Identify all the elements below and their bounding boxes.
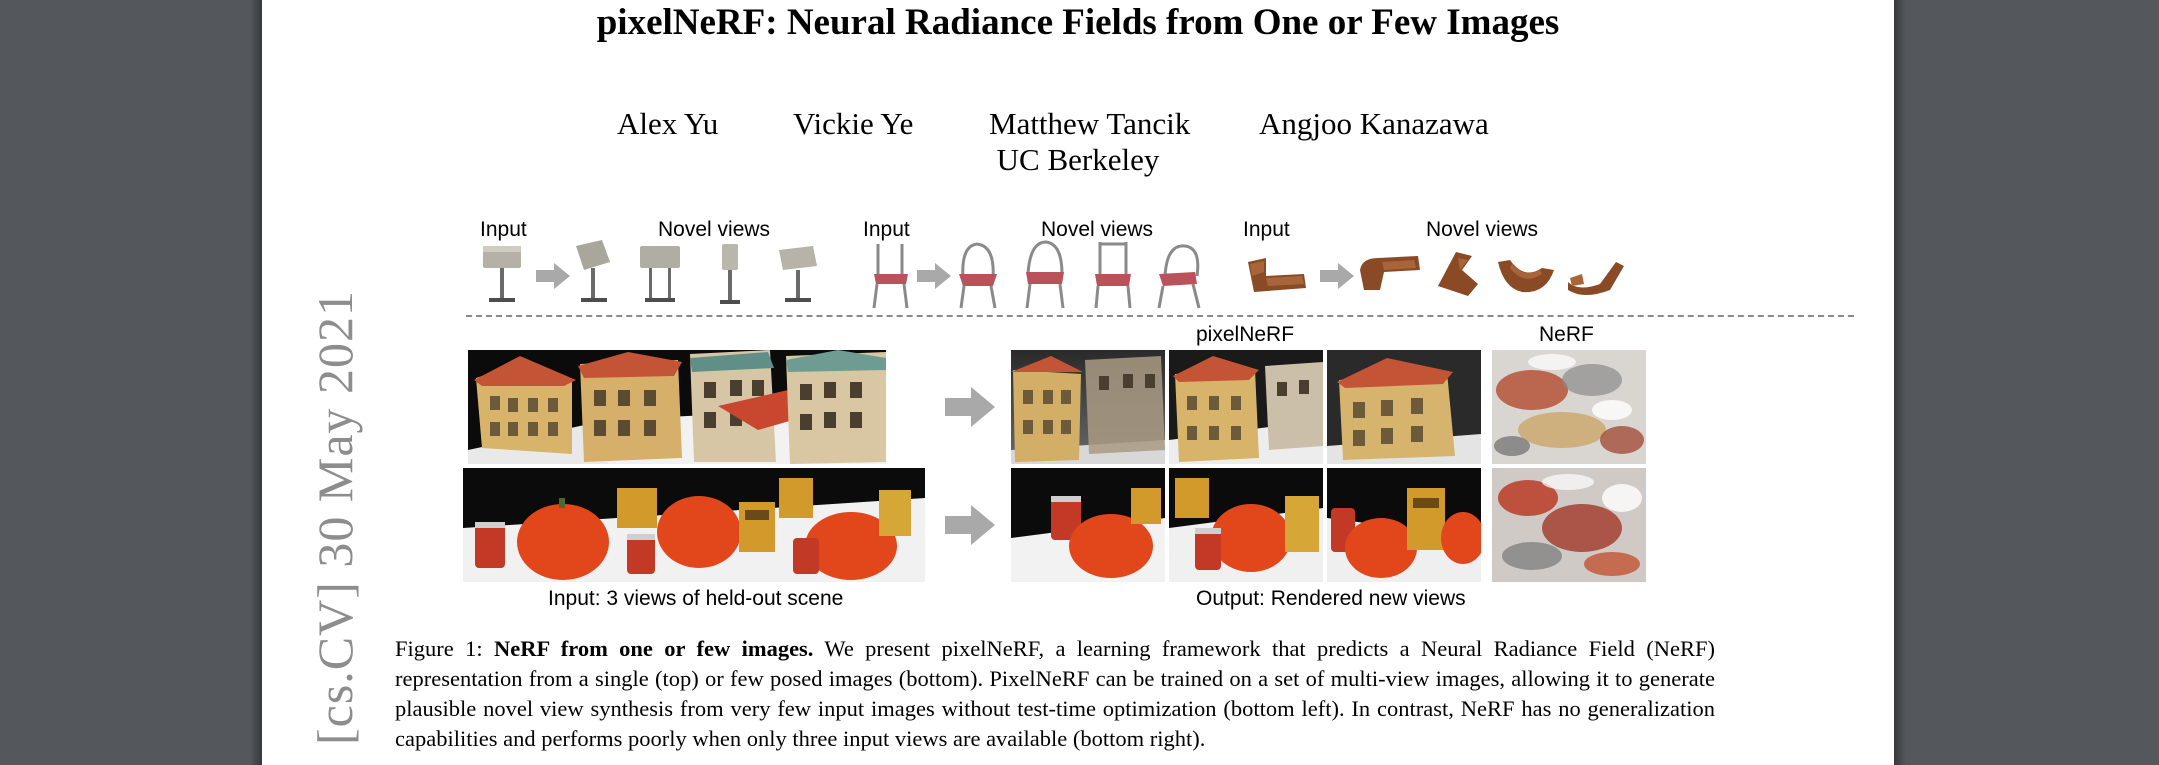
sofa-novel-view-3 <box>1498 260 1554 293</box>
arxiv-stamp: [cs.CV] 30 May 2021 <box>307 289 363 745</box>
figure-divider <box>466 315 1854 317</box>
page-shadow-right <box>1894 0 1906 765</box>
arrow-right-icon <box>1320 263 1354 289</box>
caption-bold: NeRF from one or few images. <box>493 636 814 661</box>
pixelnerf-pumpkin-output-3 <box>1327 468 1481 582</box>
page-shadow-left <box>250 0 262 765</box>
pdf-page: pixelNeRF: Neural Radiance Fields from O… <box>262 0 1894 765</box>
arrow-right-icon <box>536 263 570 289</box>
sofa-novel-view-2 <box>1438 252 1478 296</box>
author-1: Alex Yu <box>617 106 719 141</box>
label-novel-views-1: Novel views <box>658 218 771 241</box>
pixelnerf-pumpkin-output-1 <box>1011 468 1165 582</box>
lamp-novel-view-2 <box>640 246 680 302</box>
arrow-right-icon <box>945 387 995 427</box>
lamp-novel-view-1 <box>576 240 610 302</box>
label-novel-views-3: Novel views <box>1426 218 1539 241</box>
label-input-2: Input <box>863 218 910 241</box>
nerf-building-output <box>1492 350 1646 464</box>
pumpkin-input-views <box>463 468 925 582</box>
label-nerf: NeRF <box>1539 323 1594 346</box>
affiliation: UC Berkeley <box>996 142 1160 177</box>
sofa-novel-view-4 <box>1568 262 1624 295</box>
caption-prefix: Figure 1: <box>395 636 494 661</box>
chair-novel-view-2 <box>1025 240 1065 309</box>
arrow-right-icon <box>917 263 951 289</box>
label-input-views: Input: 3 views of held-out scene <box>548 587 844 610</box>
arrow-right-icon <box>945 505 995 545</box>
chair-novel-view-3 <box>1094 242 1132 309</box>
author-3: Matthew Tancik <box>989 106 1191 141</box>
author-2: Vickie Ye <box>793 106 914 141</box>
figure-caption: Figure 1: NeRF from one or few images. W… <box>395 634 1715 754</box>
sofa-novel-view-1 <box>1360 256 1420 290</box>
pixelnerf-pumpkin-output-2 <box>1169 468 1323 582</box>
pixelnerf-building-output-3 <box>1327 350 1481 464</box>
lamp-input-image <box>483 246 521 302</box>
nerf-pumpkin-output <box>1492 468 1646 582</box>
lamp-novel-view-4 <box>779 246 817 302</box>
chair-novel-view-1 <box>959 242 997 309</box>
pixelnerf-building-output-1 <box>1011 350 1165 464</box>
label-novel-views-2: Novel views <box>1041 218 1154 241</box>
author-list: Alex Yu Vickie Ye Matthew Tancik Angjoo … <box>262 106 1894 146</box>
author-4: Angjoo Kanazawa <box>1259 106 1489 141</box>
pixelnerf-building-output-2 <box>1169 350 1323 464</box>
label-output-views: Output: Rendered new views <box>1196 587 1466 610</box>
building-input-views <box>468 350 886 464</box>
chair-input-image <box>872 244 909 309</box>
paper-title: pixelNeRF: Neural Radiance Fields from O… <box>596 2 1560 43</box>
label-input-1: Input <box>480 218 527 241</box>
sofa-input-image <box>1248 258 1306 292</box>
caption-body: We present pixelNeRF, a learning framewo… <box>395 636 1715 751</box>
label-input-3: Input <box>1243 218 1290 241</box>
chair-novel-view-4 <box>1157 244 1201 309</box>
label-pixelnerf: pixelNeRF <box>1196 323 1295 346</box>
lamp-novel-view-3 <box>720 244 740 304</box>
